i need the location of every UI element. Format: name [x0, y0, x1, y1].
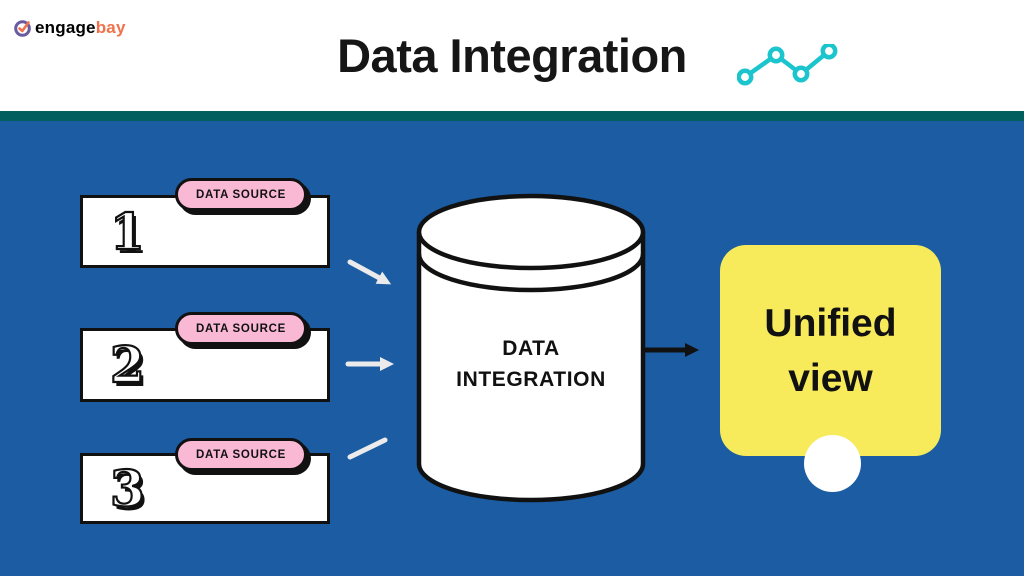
database-label-line2: INTEGRATION [456, 368, 606, 391]
header-divider [0, 111, 1024, 121]
logo-text-bay: bay [95, 18, 126, 37]
source-number: 2 [109, 335, 146, 394]
data-source-badge-2: DATA SOURCE [175, 312, 307, 345]
data-source-badge-1: DATA SOURCE [175, 178, 307, 211]
engagebay-logo-icon [14, 20, 31, 37]
source-number: 1 [109, 201, 146, 261]
database-label: DATA INTEGRATION [405, 333, 657, 395]
database-label-line1: DATA [502, 337, 560, 360]
line-chart-icon [737, 44, 838, 86]
logo-text-engage: engage [35, 18, 96, 37]
unified-view-line2: view [788, 356, 873, 400]
unified-view-card: Unified view [720, 245, 941, 456]
source-number: 3 [109, 458, 146, 518]
page-title: Data Integration [337, 29, 687, 82]
card-accent-circle [804, 435, 861, 492]
unified-view-label: Unified view [764, 296, 896, 406]
data-source-badge-3: DATA SOURCE [175, 438, 307, 471]
unified-view-line1: Unified [764, 301, 897, 345]
database-cylinder [416, 193, 646, 503]
